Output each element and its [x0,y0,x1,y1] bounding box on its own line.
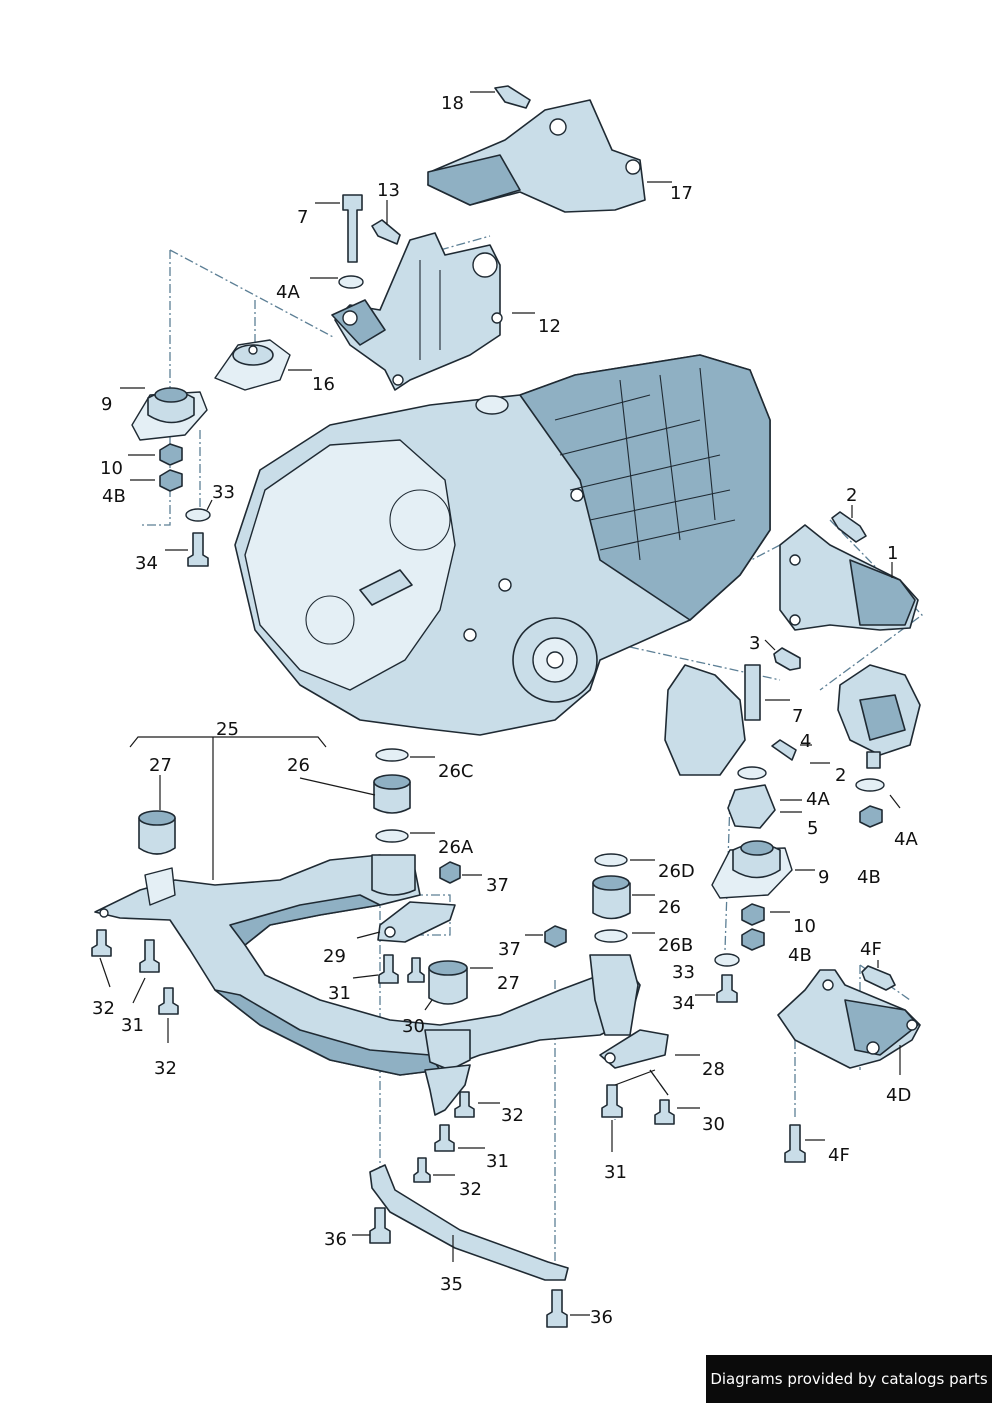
callout-4d: 4D [886,1085,911,1106]
bolt-7-upper [338,194,364,289]
callout-2-right: 2 [835,765,846,786]
callout-37-left: 37 [486,875,509,896]
callout-26c: 26C [438,761,473,782]
callout-4a-right: 4A [806,789,830,810]
callout-4b: 4B [102,486,126,507]
callout-labels: 18 17 13 7 4A 12 16 9 10 4B 33 34 2 1 3 … [92,93,918,1328]
bushings-26-27 [138,748,631,1005]
callout-16: 16 [312,374,335,395]
mount-9-left [131,387,208,441]
mount-9-right [711,840,793,1003]
bolt-18 [494,85,531,109]
callout-28: 28 [702,1059,725,1080]
brackets-28-29 [377,901,669,1069]
callout-25: 25 [216,719,239,740]
callout-17: 17 [670,183,693,204]
callout-13: 13 [377,180,400,201]
callout-9-right: 9 [818,867,829,888]
callout-26b: 26B [658,935,693,956]
credit-banner: Diagrams provided by catalogs parts [706,1355,992,1403]
bracket-5 [664,664,797,829]
callout-33: 33 [212,482,235,503]
callout-34: 34 [135,553,158,574]
callout-32-mid: 32 [501,1105,524,1126]
credit-text: Diagrams provided by catalogs parts [710,1370,988,1388]
callout-37-mid: 37 [498,939,521,960]
bracket-4d [777,965,921,1163]
callout-26-upper: 26 [287,755,310,776]
callout-4a: 4A [276,282,300,303]
bolt-2-upper [831,511,867,543]
nuts-washers-left [159,443,211,567]
callout-7: 7 [297,207,308,228]
callout-10: 10 [100,458,123,479]
callout-32-left: 32 [92,998,115,1019]
callout-4b-right: 4B [788,945,812,966]
callout-4a-far-right: 4A [894,829,918,850]
callout-12: 12 [538,316,561,337]
callout-4f-lower: 4F [828,1145,850,1166]
leader-lines [99,91,901,1316]
callout-4: 4 [800,731,811,752]
callout-4f-upper: 4F [860,939,882,960]
callout-29: 29 [323,946,346,967]
callout-5: 5 [807,818,818,839]
mount-16 [214,339,291,391]
callout-32-lower: 32 [459,1179,482,1200]
callout-27-left: 27 [149,755,172,776]
callout-3: 3 [749,633,760,654]
callout-26a: 26A [438,837,474,858]
bolt-3 [773,647,801,671]
gearbox-housing [234,354,771,736]
callout-36-left: 36 [324,1229,347,1250]
callout-30-right: 30 [702,1114,725,1135]
callout-36-right: 36 [590,1307,613,1328]
callout-26-right: 26 [658,897,681,918]
callout-10-right: 10 [793,916,816,937]
callout-27-mid: 27 [497,973,520,994]
callout-30-mid: 30 [402,1016,425,1037]
bracket-12 [331,232,503,391]
callout-34-right: 34 [672,993,695,1014]
callout-33-right: 33 [672,962,695,983]
callout-32-left-lower: 32 [154,1058,177,1079]
callout-7-right: 7 [792,706,803,727]
rubber-mount-4 [837,664,921,828]
callout-9: 9 [101,394,112,415]
callout-26d: 26D [658,861,695,882]
callout-31-right: 31 [604,1162,627,1183]
callout-31-left: 31 [121,1015,144,1036]
subframe-25 [94,854,641,1116]
subframe-bolts [91,861,675,1183]
callout-35: 35 [440,1274,463,1295]
bracket-1 [779,524,919,631]
callout-1: 1 [887,543,898,564]
bracket-17 [427,99,646,213]
callout-31-mid: 31 [328,983,351,1004]
callout-18: 18 [441,93,464,114]
callout-2: 2 [846,485,857,506]
bolt-13 [371,219,401,245]
strut-35 [369,1164,569,1328]
callout-31-lower: 31 [486,1151,509,1172]
callout-4b-far-right: 4B [857,867,881,888]
